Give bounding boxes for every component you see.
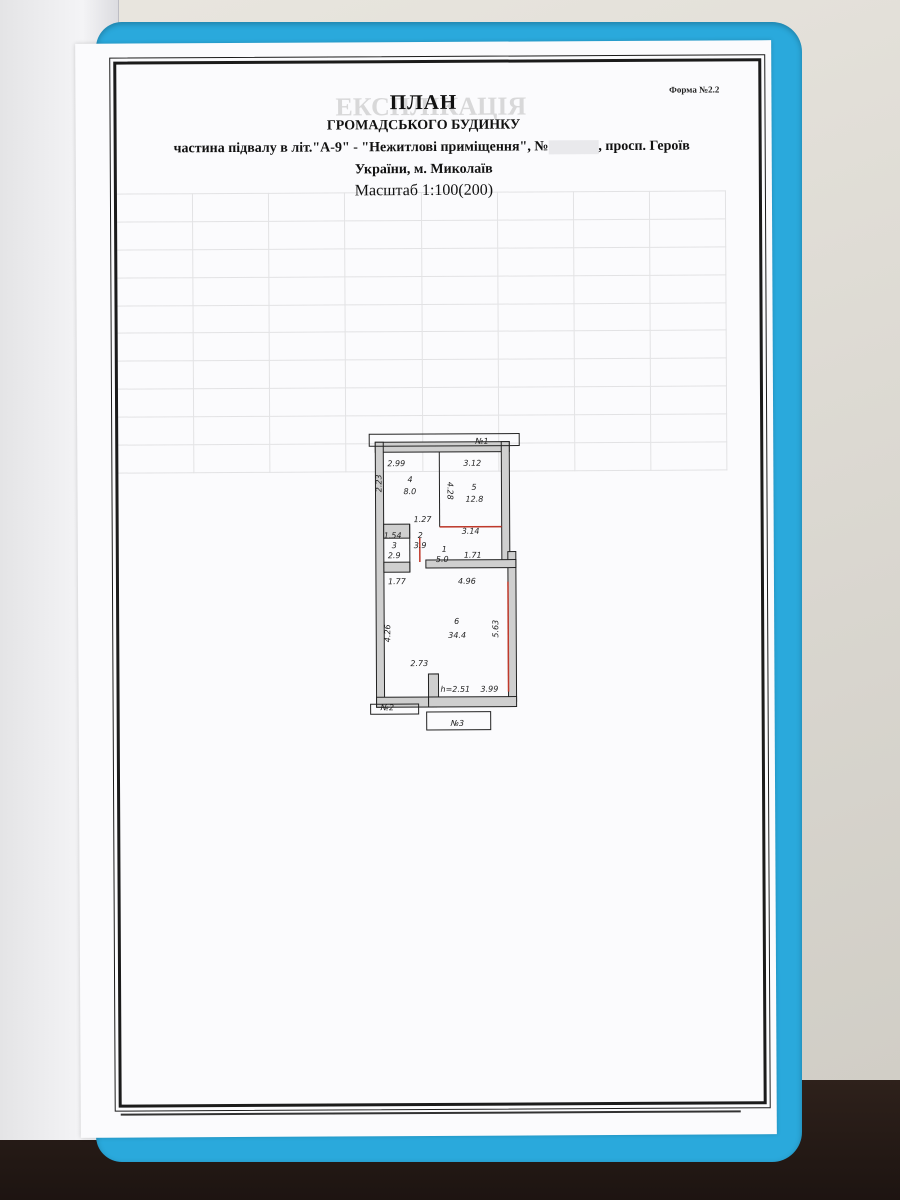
floor-plan-drawing: №1 №2 №3 2.99 3.12 2.23 4.28 1.27 1.54 3… [368,433,520,731]
wall-bottom-right [428,696,518,708]
door-porch-1 [368,433,520,447]
dim-1-54: 1.54 [384,531,402,540]
room-6-number: 6 [454,617,459,626]
dim-5-63: 5.63 [491,620,500,638]
dim-3-99: 3.99 [481,685,499,694]
address-part-a: частина підвалу в літ."А-9" - "Нежитлові… [173,139,549,157]
redacted-number [548,139,599,155]
room-4-area: 8.0 [403,487,416,496]
door-porch-3 [426,711,492,731]
height-label: h=2.51 [441,685,471,694]
dim-4-96: 4.96 [458,577,476,586]
floor-plan: №1 №2 №3 2.99 3.12 2.23 4.28 1.27 1.54 3… [367,411,549,731]
room-3-area: 2.9 [388,551,401,560]
door-label-3: №3 [450,719,464,728]
room-1-area: 5.0 [436,555,449,564]
dim-4-26: 4.26 [383,624,392,642]
room-2-area: 3.9 [414,541,427,550]
room-2-number: 2 [418,531,423,540]
dim-2-73: 2.73 [410,659,428,668]
dim-1-71: 1.71 [464,551,482,560]
door-porch-2 [370,703,420,715]
door-label-2: №2 [380,703,394,712]
room-4-number: 4 [407,475,412,484]
room-1-number: 1 [442,545,447,554]
dim-4-28: 4.28 [445,482,454,500]
dim-3-14: 3.14 [462,527,480,536]
door-label-1: №1 [474,437,488,446]
dim-2-99: 2.99 [387,459,405,468]
sheet-bottom-edge [120,1090,741,1116]
dim-1-77: 1.77 [388,577,407,586]
dim-3-12: 3.12 [463,459,481,468]
dim-1-27: 1.27 [414,515,433,524]
address-part-b: , просп. Героїв [598,138,690,155]
red-line-b [507,581,510,692]
room-5-area: 12.8 [466,495,484,504]
wall-middle [425,559,517,569]
room-3-number: 3 [392,541,397,550]
document-sheet: ЕКСПЛІКАЦІЯ Форма №2.2 ПЛАН ГРОМАДСЬКОГО… [75,40,777,1138]
room-5-number: 5 [471,483,476,492]
wall-top [374,441,510,453]
document-title: ПЛАН [389,89,458,115]
wall-right-upper [500,441,511,563]
dim-2-23: 2.23 [374,474,383,492]
wall-room3-bottom [383,561,411,573]
room-6-area: 34.4 [448,631,466,640]
scale-label: Масштаб 1:100(200) [354,181,494,200]
address-line-1: частина підвалу в літ."А-9" - "Нежитлові… [112,138,752,157]
